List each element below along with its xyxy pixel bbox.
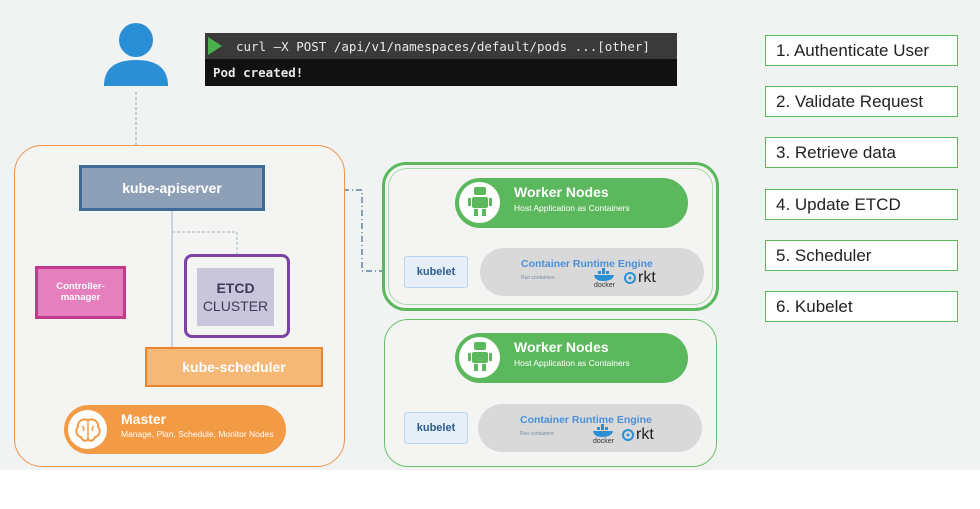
rkt-icon bbox=[622, 429, 634, 441]
worker-node-2-title: Worker Nodes bbox=[514, 339, 609, 355]
docker-whale-icon bbox=[593, 424, 613, 437]
controller-manager-label-2: manager bbox=[60, 292, 101, 303]
user-icon bbox=[104, 23, 168, 86]
worker-node-1-runtime-sub: Run containers bbox=[521, 275, 555, 281]
worker-node-2-runtime bbox=[478, 404, 702, 452]
controller-manager-box[interactable]: Controller- manager bbox=[35, 266, 126, 319]
worker-node-2-kubelet[interactable]: kubelet bbox=[404, 412, 468, 444]
docker-whale-icon bbox=[594, 268, 614, 281]
kube-apiserver-box[interactable]: kube-apiserver bbox=[79, 165, 265, 211]
terminal-command-bar bbox=[205, 33, 677, 59]
terminal-output-bar bbox=[205, 59, 677, 86]
worker-node-1-runtime-title: Container Runtime Engine bbox=[521, 258, 653, 270]
step-authenticate-user: 1. Authenticate User bbox=[765, 35, 958, 66]
worker-node-2-docker-label: docker bbox=[593, 438, 615, 445]
controller-manager-label-1: Controller- bbox=[56, 281, 105, 292]
brain-icon bbox=[75, 418, 101, 442]
master-title: Master bbox=[121, 411, 167, 427]
worker-node-1-docker-label: docker bbox=[594, 282, 616, 289]
etcd-cluster-inner: ETCD CLUSTER bbox=[197, 268, 274, 326]
robot-icon bbox=[468, 342, 492, 371]
play-icon[interactable] bbox=[208, 37, 222, 55]
worker-node-1-title: Worker Nodes bbox=[514, 184, 609, 200]
terminal-command: curl –X POST /api/v1/namespaces/default/… bbox=[236, 39, 650, 54]
kube-scheduler-box[interactable]: kube-scheduler bbox=[145, 347, 323, 387]
robot-icon bbox=[468, 187, 492, 216]
cluster-label: CLUSTER bbox=[202, 298, 269, 314]
worker-node-1-rkt-label: rkt bbox=[638, 269, 656, 286]
step-update-etcd: 4. Update ETCD bbox=[765, 189, 958, 220]
worker-node-1-subtitle: Host Application as Containers bbox=[514, 203, 630, 213]
step-scheduler: 5. Scheduler bbox=[765, 240, 958, 271]
master-subtitle: Manage, Plan, Schedule, Monitor Nodes bbox=[121, 429, 274, 439]
step-kubelet: 6. Kubelet bbox=[765, 291, 958, 322]
worker-node-2-runtime-sub: Run containers bbox=[520, 431, 554, 437]
worker-node-2-rkt-label: rkt bbox=[636, 426, 654, 443]
step-validate-request: 2. Validate Request bbox=[765, 86, 958, 117]
step-retrieve-data: 3. Retrieve data bbox=[765, 137, 958, 168]
worker-node-2-runtime-title: Container Runtime Engine bbox=[520, 414, 652, 426]
worker-node-2-subtitle: Host Application as Containers bbox=[514, 358, 630, 368]
worker-node-1-inner-border bbox=[388, 168, 713, 305]
worker-node-1-runtime bbox=[480, 248, 704, 296]
etcd-label: ETCD bbox=[216, 280, 255, 296]
terminal-output: Pod created! bbox=[213, 65, 304, 80]
rkt-icon bbox=[624, 272, 636, 284]
worker-node-1-kubelet[interactable]: kubelet bbox=[404, 256, 468, 288]
